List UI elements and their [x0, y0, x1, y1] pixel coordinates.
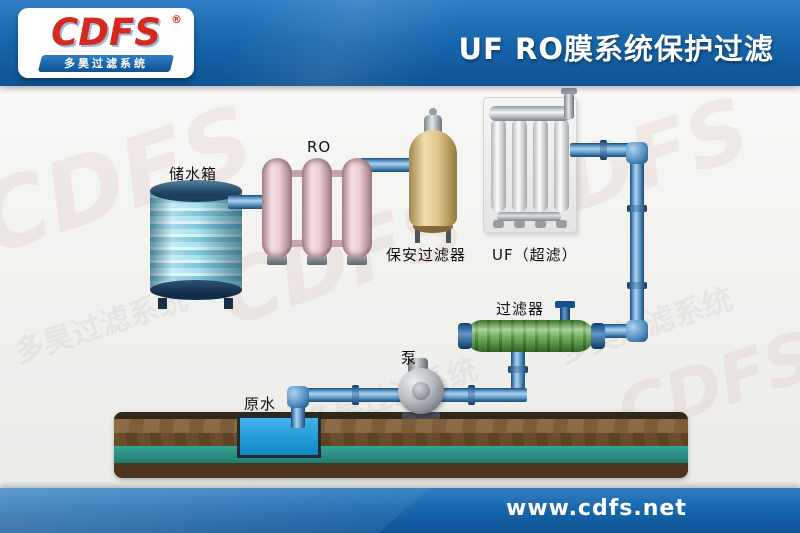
label-ro: RO — [307, 138, 332, 156]
ro-connector — [291, 240, 303, 247]
ro-stand — [347, 255, 367, 265]
footer-sheen — [0, 488, 430, 533]
soil-layer-bottom — [114, 463, 688, 478]
pipe-flange — [600, 140, 607, 160]
pipe-elbow-bottom-right — [626, 320, 648, 342]
storage-tank-base — [150, 280, 242, 300]
registered-trademark-icon: ® — [171, 13, 182, 26]
ro-stand — [307, 255, 327, 265]
ro-membrane-vessel — [302, 158, 332, 258]
uf-membrane-tube — [533, 119, 548, 212]
storage-tank-lid — [150, 180, 242, 202]
pump-hub — [412, 382, 430, 400]
label-pump: 泵 — [401, 349, 418, 367]
ro-membrane-vessel — [342, 158, 372, 258]
uf-membrane-tube — [512, 119, 527, 212]
label-security-filter: 保安过滤器 — [386, 246, 467, 264]
soil-layer-top — [114, 412, 688, 419]
pipe-flange — [468, 385, 475, 405]
label-filter: 过滤器 — [496, 300, 545, 318]
ro-connector — [291, 170, 303, 177]
storage-tank-foot — [224, 298, 233, 309]
ro-connector — [331, 170, 343, 177]
raw-water-pit — [237, 415, 321, 458]
footer-bar: www.cdfs.net — [0, 488, 800, 533]
inline-filter-body — [466, 320, 594, 352]
security-filter-leg — [446, 229, 451, 243]
uf-vent-cap — [561, 88, 577, 94]
logo-ribbon: 多昊过滤系统 — [37, 55, 175, 72]
uf-tube-cap — [493, 220, 504, 228]
pipe-flange — [508, 366, 528, 373]
label-raw-water: 原水 — [244, 395, 277, 413]
logo-subtext: 多昊过滤系统 — [64, 57, 148, 70]
pipe-flange — [627, 205, 647, 212]
uf-bottom-manifold — [497, 212, 561, 221]
inline-filter-end-cap — [591, 323, 605, 349]
header-bar: CDFS ® 多昊过滤系统 UF RO膜系统保护过滤 — [0, 0, 800, 86]
pipe-elbow-suction — [287, 386, 309, 408]
storage-tank-foot — [158, 298, 167, 309]
uf-tube-cap — [514, 220, 525, 228]
aquifer-layer — [114, 446, 688, 463]
inline-filter-end-cap — [458, 323, 472, 349]
logo-wordmark: CDFS — [51, 11, 161, 54]
soil-layer-brown — [114, 419, 688, 433]
pump-base — [402, 412, 440, 419]
page-title: UF RO膜系统保护过滤 — [458, 32, 774, 66]
cdfs-logo: CDFS ® 多昊过滤系统 — [18, 8, 194, 78]
storage-tank-shell — [150, 190, 242, 290]
uf-membrane-tube — [491, 119, 506, 212]
uf-vent-stub — [564, 93, 574, 119]
pipe-pit-drop — [291, 402, 305, 428]
security-filter-vessel — [409, 130, 457, 226]
pipe-ro-to-security-filter — [360, 158, 416, 172]
label-uf: UF（超滤） — [492, 246, 578, 264]
soil-layer-dark-brown — [114, 433, 688, 446]
pipe-flange — [627, 282, 647, 289]
security-filter-cap — [424, 115, 442, 132]
uf-tube-cap — [556, 220, 567, 228]
ro-connector — [331, 240, 343, 247]
filter-valve-handle — [555, 301, 575, 308]
ro-stand — [267, 255, 287, 265]
pipe-elbow-top-right — [626, 142, 648, 164]
website-url: www.cdfs.net — [506, 496, 687, 521]
uf-membrane-tube — [554, 119, 569, 212]
pipe-right-riser — [630, 158, 644, 328]
uf-top-manifold — [489, 106, 571, 121]
ro-membrane-vessel — [262, 158, 292, 258]
pipe-flange — [352, 385, 359, 405]
uf-tube-cap — [535, 220, 546, 228]
filter-valve — [560, 307, 570, 322]
label-storage-tank: 储水箱 — [169, 165, 218, 183]
security-filter-vent-knob — [429, 108, 437, 116]
security-filter-leg — [415, 229, 420, 243]
ground-strata — [114, 412, 688, 478]
